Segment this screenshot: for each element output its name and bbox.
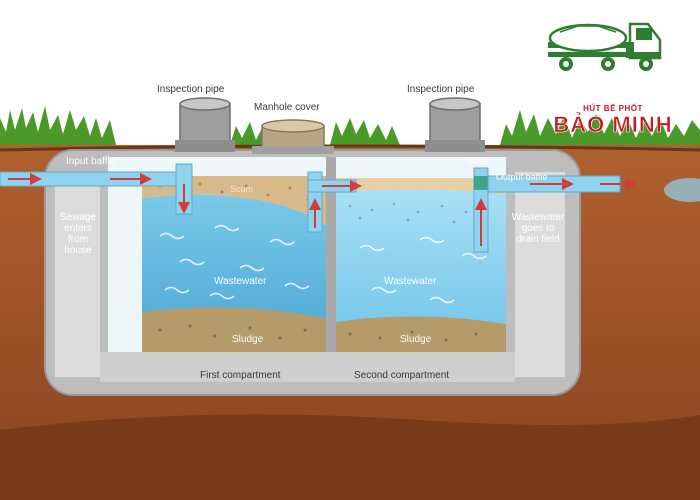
label-manhole-cover: Manhole cover [254, 102, 320, 113]
sludge-right [336, 316, 506, 352]
label-inspection-pipe-right: Inspection pipe [407, 84, 475, 95]
manhole-cover [252, 119, 334, 154]
sludge-texture-right [348, 330, 478, 342]
water-waves-left [159, 224, 310, 300]
label-sludge-right: Sludge [400, 334, 432, 345]
label-sewage-enters: Sewage enters from house [59, 212, 97, 256]
brand-name: BẢO MINH [553, 112, 673, 137]
grass-strip [0, 106, 700, 145]
left-wall [55, 172, 100, 377]
inspection-pipe-left [175, 97, 235, 152]
label-input-baffle: Input baffle [66, 156, 116, 167]
label-wastewater-right: Wastewater [384, 276, 437, 287]
label-sludge-left: Sludge [232, 334, 264, 345]
output-pipe [473, 167, 638, 253]
label-output-baffle: Output baffle [496, 172, 548, 182]
wastewater-right [336, 189, 506, 352]
sludge-left [142, 307, 326, 352]
inspection-pipe-right [425, 97, 485, 152]
deep-soil [0, 414, 700, 500]
sludge-texture-left [158, 324, 307, 340]
label-filter: Filter [468, 156, 488, 166]
brand-tagline: HÚT BỂ PHỐT [583, 104, 643, 113]
right-wall [515, 172, 565, 377]
label-scum: Scum [230, 184, 254, 194]
label-wastewater-left: Wastewater [214, 276, 267, 287]
tank-partition [326, 157, 336, 357]
water-waves-right [359, 236, 487, 304]
transfer-pipe [307, 171, 362, 233]
input-pipe [0, 163, 193, 215]
scum-layer-right [336, 178, 506, 194]
label-inspection-pipe-left: Inspection pipe [157, 84, 225, 95]
septic-truck-icon [548, 22, 662, 71]
label-wastewater-goes: Wastewater goes to drain field [511, 212, 565, 245]
drain-field-outlet [664, 178, 700, 202]
tank-floor [100, 352, 515, 382]
brand-logo: HÚT BỂ PHỐT BẢO MINH [543, 104, 683, 137]
label-first-compartment: First compartment [200, 370, 281, 381]
label-second-compartment: Second compartment [354, 370, 450, 381]
